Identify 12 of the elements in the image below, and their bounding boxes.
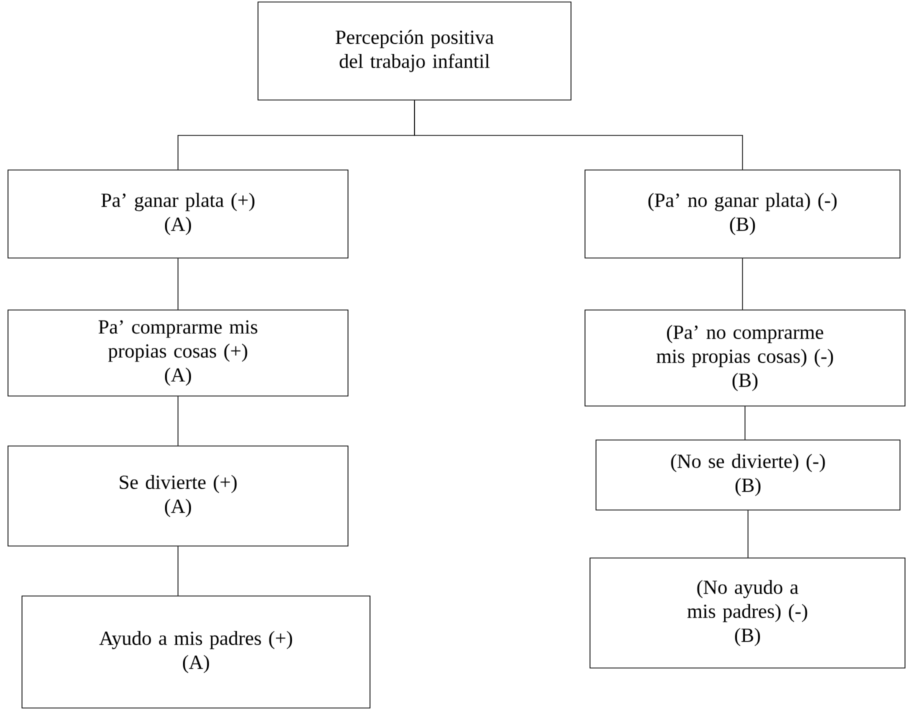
connector-line [414,100,743,170]
connector-line [742,258,743,310]
text-box: Se divierte (+) (A) [8,446,348,546]
text-box: (Pa’ no ganar plata) (-) (B) [584,170,900,258]
text-box: (No ayudo a mis padres) (-) (B) [590,558,906,668]
text-box: (Pa’ no comprarme mis propias cosas) (-) (B) [584,310,906,406]
connector-line [744,406,746,440]
text-box: Pa’ comprarme mis propias cosas (+) (A) [8,310,348,396]
text-box: Pa’ ganar plata (+) (A) [8,170,348,258]
text-box: (No se divierte) (-) (B) [596,440,900,510]
text-box: Percepción positiva del trabajo infantil [258,2,572,100]
text-box: Ayudo a mis padres (+) (A) [22,596,370,708]
